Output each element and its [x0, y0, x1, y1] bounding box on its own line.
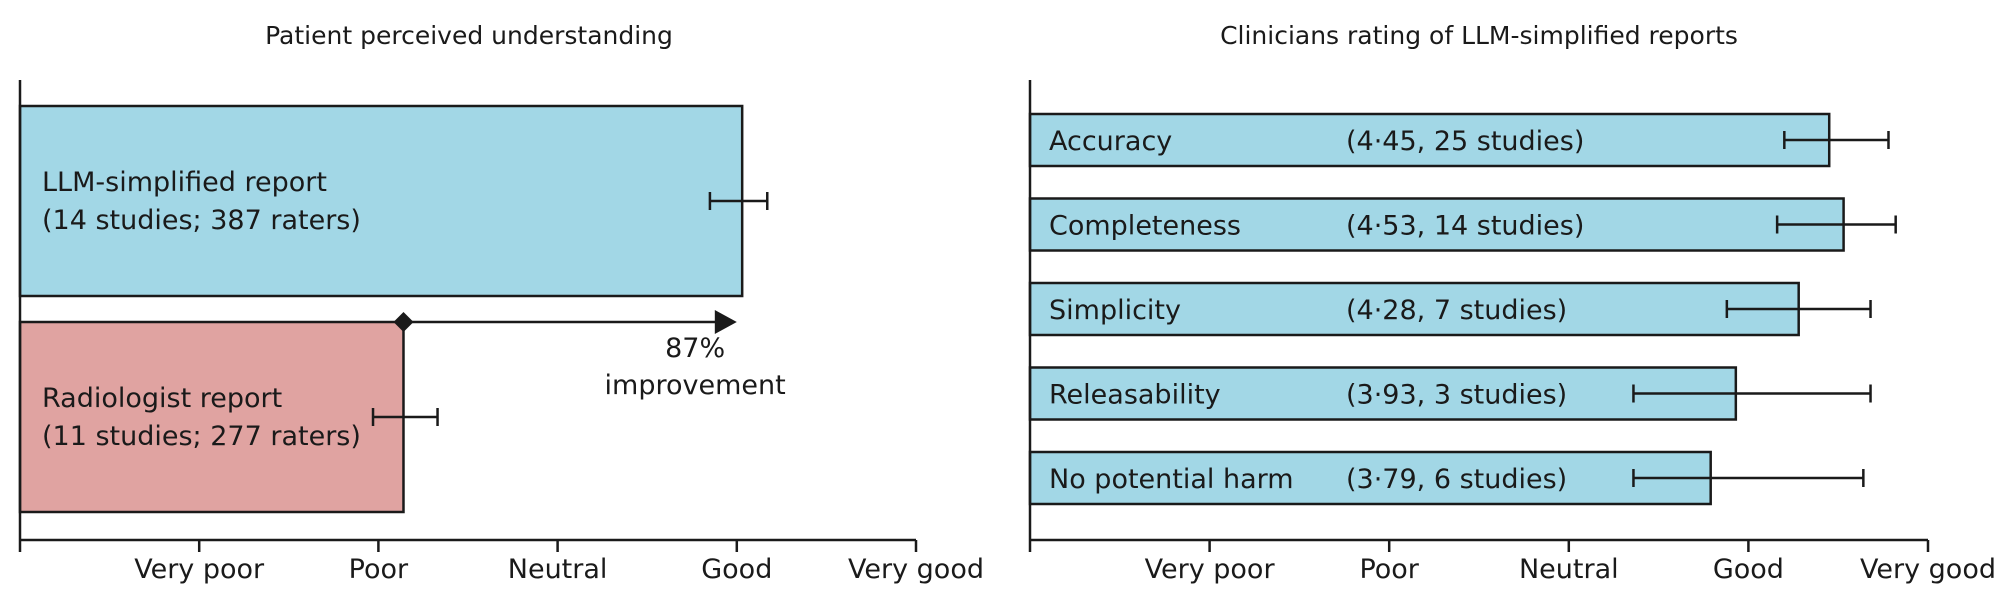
- patient-understanding-chart: Patient perceived understanding LLM-simp…: [18, 21, 984, 585]
- x-tick-label-neutral: Neutral: [1519, 554, 1619, 585]
- x-tick-label-very-poor: Very poor: [134, 554, 265, 585]
- x-tick-label-good: Good: [701, 554, 772, 585]
- bars-layer: Accuracy (4·45, 25 studies) Completeness (4…: [1028, 112, 1897, 506]
- bar-label-releasability: Releasability: [1049, 380, 1221, 411]
- bar-llm-simplified-report: [18, 104, 744, 298]
- bar-detail-releasability: (3·93, 3 studies): [1346, 380, 1567, 411]
- bar-detail-simplicity: (4·28, 7 studies): [1346, 295, 1567, 326]
- x-axis: Very poor Poor Neutral Good Very good: [1028, 80, 1996, 585]
- x-axis: Very poor Poor Neutral Good Very good: [18, 80, 984, 585]
- x-tick-label-very-good: Very good: [1860, 554, 1996, 585]
- bar-detail-accuracy: (4·45, 25 studies): [1346, 126, 1584, 157]
- bar-detail-completeness: (4·53, 14 studies): [1346, 211, 1584, 242]
- x-tick-label-poor: Poor: [349, 554, 409, 585]
- bar-label-radiologist-report: Radiologist report: [42, 383, 282, 414]
- x-tick-label-good: Good: [1713, 554, 1784, 585]
- bar-radiologist-report: [18, 320, 405, 514]
- bars-layer: LLM-simplified report (14 studies; 387 ra…: [18, 104, 769, 514]
- bar-label-completeness: Completeness: [1049, 211, 1241, 242]
- bar-detail-no-potential-harm: (3·79, 6 studies): [1346, 464, 1567, 495]
- improvement-percent: 87%: [665, 333, 725, 364]
- x-tick-label-poor: Poor: [1359, 554, 1419, 585]
- improvement-start-marker: [393, 312, 414, 332]
- improvement-arrow-head: [714, 310, 737, 334]
- bar-detail-llm-simplified-report: (14 studies; 387 raters): [42, 205, 361, 236]
- bar-detail-radiologist-report: (11 studies; 277 raters): [42, 421, 361, 452]
- bar-label-accuracy: Accuracy: [1049, 126, 1172, 157]
- bar-label-no-potential-harm: No potential harm: [1049, 464, 1294, 495]
- x-tick-label-very-poor: Very poor: [1145, 554, 1276, 585]
- bar-simplicity: [1028, 281, 1800, 337]
- bar-label-llm-simplified-report: LLM-simplified report: [42, 167, 327, 198]
- x-tick-label-very-good: Very good: [848, 554, 984, 585]
- clinician-rating-chart: Clinicians rating of LLM-simplified repo…: [1028, 21, 1996, 585]
- chart-title: Clinicians rating of LLM-simplified repo…: [1220, 21, 1738, 50]
- chart-title: Patient perceived understanding: [265, 21, 673, 50]
- bar-label-simplicity: Simplicity: [1049, 295, 1181, 326]
- improvement-label: improvement: [605, 370, 786, 401]
- bar-accuracy: [1028, 112, 1831, 168]
- improvement-annotation: 87% improvement: [393, 310, 786, 401]
- x-tick-label-neutral: Neutral: [508, 554, 608, 585]
